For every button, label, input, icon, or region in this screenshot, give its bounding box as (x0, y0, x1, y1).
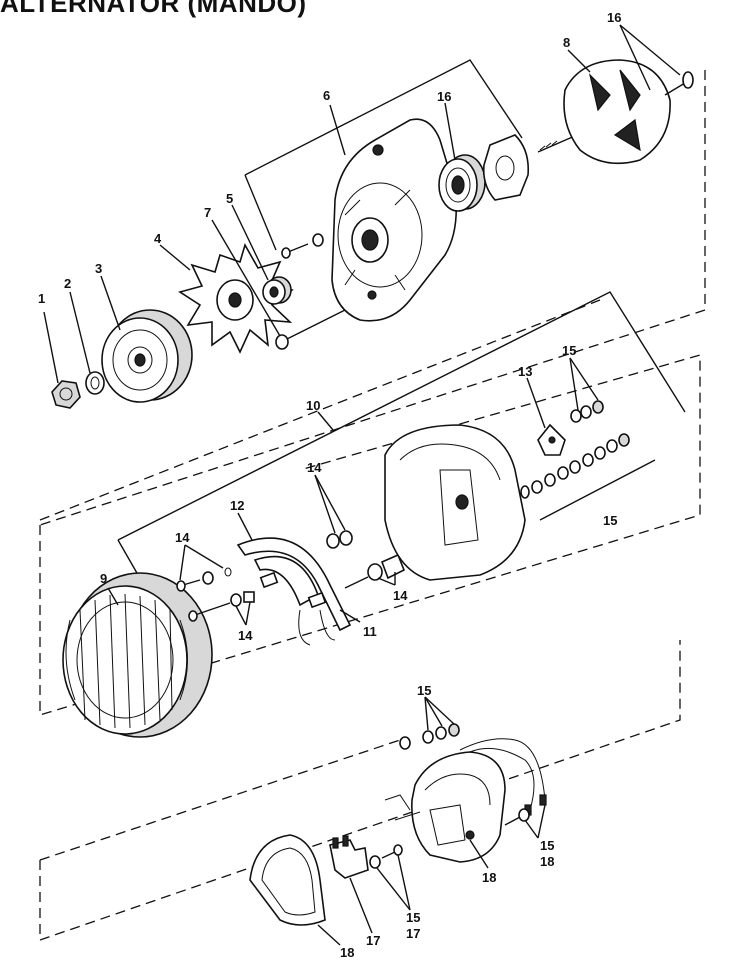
stator-part (62, 572, 213, 738)
spacer-part (262, 276, 292, 305)
insulator-set-14-right (326, 530, 406, 589)
cover-gasket-part (249, 834, 326, 926)
bracket-6-left (244, 174, 277, 251)
leader-lines (43, 24, 681, 946)
callout-14-d: 14 (238, 628, 253, 643)
callout-15-b: 15 (603, 513, 617, 528)
callout-15-e: 15 (406, 910, 420, 925)
brush-holder-part (329, 835, 369, 879)
callout-17-b: 17 (406, 926, 420, 941)
screw-set-14-left (176, 567, 255, 622)
page-title: ALTERNATOR (MANDO) (0, 0, 307, 18)
assembly-outline-bottom (39, 640, 681, 941)
front-housing-part (331, 118, 458, 322)
bearing-part (438, 154, 486, 212)
callout-7: 7 (204, 205, 211, 220)
callout-18-c: 18 (340, 945, 354, 960)
pulley-part (101, 309, 193, 403)
bracket-6 (244, 59, 523, 176)
terminal-hardware-15-row (531, 433, 630, 494)
callout-2: 2 (64, 276, 71, 291)
callout-16-b: 16 (437, 89, 451, 104)
callout-15-d: 15 (540, 838, 554, 853)
callout-11: 11 (363, 624, 377, 639)
nut-part (51, 380, 81, 409)
callout-18-b: 18 (540, 854, 554, 869)
rear-housing-part (384, 424, 530, 581)
bracket-15-washers (539, 459, 656, 521)
callout-8: 8 (563, 35, 570, 50)
callout-10: 10 (306, 398, 320, 413)
callout-4: 4 (154, 231, 162, 246)
through-bolt-part (275, 309, 346, 350)
rear-cover-part (411, 738, 547, 863)
callout-5: 5 (226, 191, 233, 206)
rotor-part (537, 59, 694, 165)
rectifier-bracket-part (236, 537, 352, 646)
screw-part (281, 233, 324, 259)
callout-1: 1 (38, 291, 45, 306)
callout-15-a: 15 (562, 343, 576, 358)
callout-15-c: 15 (417, 683, 431, 698)
callout-18-a: 18 (482, 870, 496, 885)
callout-9: 9 (100, 571, 107, 586)
callout-3: 3 (95, 261, 102, 276)
callout-17-a: 17 (366, 933, 380, 948)
callout-16-a: 16 (607, 10, 621, 25)
callout-14-a: 14 (175, 530, 190, 545)
terminal-hardware-15-top (570, 400, 604, 423)
terminal-hardware-15-bottom-top (399, 723, 460, 750)
terminal-bracket-part (537, 423, 566, 456)
callout-12: 12 (230, 498, 244, 513)
callout-14-b: 14 (307, 460, 322, 475)
bracket-10 (117, 291, 686, 541)
callout-6: 6 (323, 88, 330, 103)
assembly-outline-top (39, 70, 706, 526)
screw-15-18-right (504, 808, 530, 826)
callout-14-c: 14 (393, 588, 408, 603)
retainer-plate-part (482, 134, 530, 201)
callout-13: 13 (518, 364, 532, 379)
lock-washer-part (85, 371, 105, 395)
